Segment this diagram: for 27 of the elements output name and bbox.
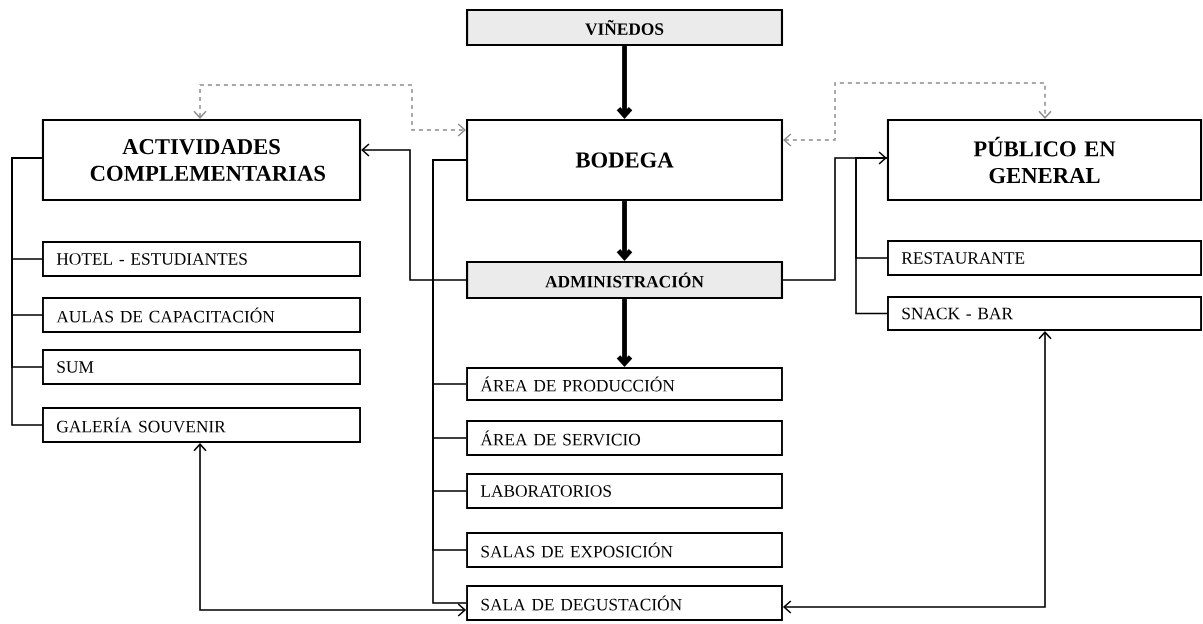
item-box: AULAS DE CAPACITACIÓN: [42, 297, 361, 333]
item-box: LABORATORIOS: [466, 473, 783, 509]
item-box: SNACK - BAR: [887, 296, 1202, 331]
item-box: SALAS DE EXPOSICIÓN: [466, 532, 783, 568]
arrow: [361, 143, 467, 281]
heading-box: ADMINISTRACIÓN: [466, 260, 784, 300]
arrow: [616, 46, 633, 119]
arrow: [782, 151, 887, 281]
double-arrow: [783, 82, 1052, 147]
connector-line: [855, 157, 888, 315]
connector-line: [11, 157, 43, 426]
heading-box: PÚBLICO EN GENERAL: [886, 118, 1203, 202]
item-box: SUM: [42, 349, 361, 385]
double-arrow: [782, 330, 1052, 614]
double-arrow: [193, 442, 467, 617]
heading-box: ACTIVIDADES COMPLEMENTARIAS: [41, 118, 362, 202]
item-box: SALA DE DEGUSTACIÓN: [466, 585, 783, 621]
item-box: ÁREA DE SERVICIO: [466, 420, 783, 456]
item-box: RESTAURANTE: [887, 240, 1202, 276]
heading-box: VIÑEDOS: [466, 8, 784, 47]
heading-box: BODEGA: [466, 118, 784, 202]
item-box: HOTEL - ESTUDIANTES: [42, 241, 361, 277]
arrow: [616, 201, 633, 261]
double-arrow: [193, 84, 466, 137]
item-box: GALERÍA SOUVENIR: [42, 407, 361, 443]
arrow: [616, 299, 633, 368]
item-box: ÁREA DE PRODUCCIÓN: [466, 367, 783, 401]
